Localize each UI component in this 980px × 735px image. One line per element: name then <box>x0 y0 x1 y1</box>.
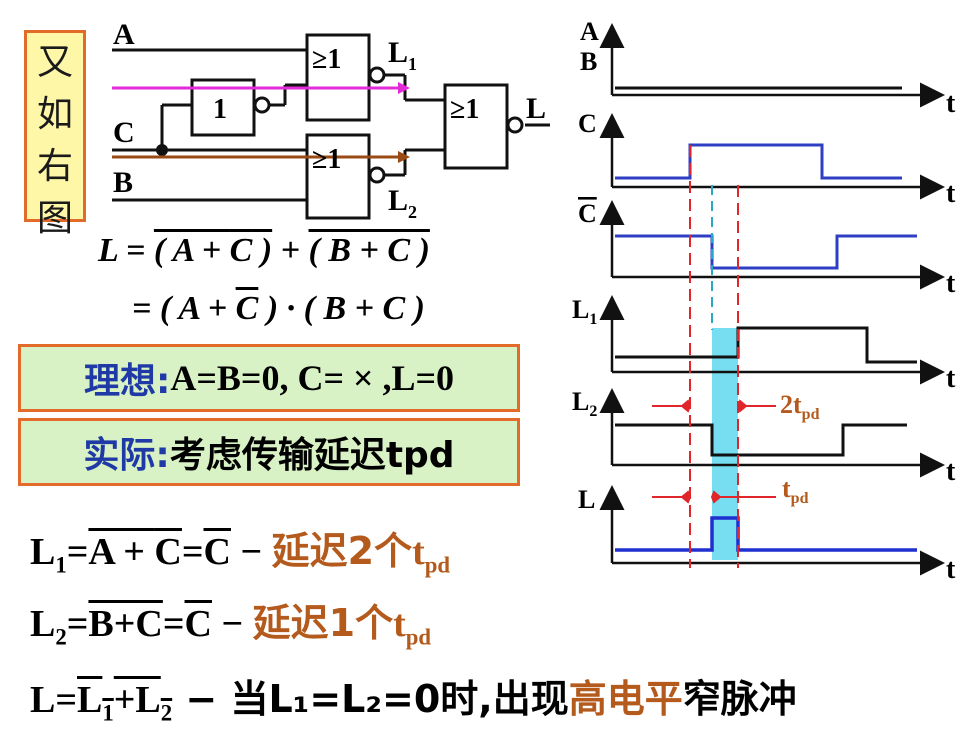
delay-2tpd-label: 2tpd <box>780 390 820 423</box>
label-c: C <box>113 116 135 149</box>
side-label-char: 右 <box>36 146 73 187</box>
timing-label-cbar: C <box>578 199 597 228</box>
actual-text: 考虑传输延迟tpd <box>169 435 455 476</box>
l1-delay-note: 延迟2个 <box>271 529 413 573</box>
ideal-prefix: 理想: <box>84 361 171 402</box>
label-a: A <box>113 18 135 51</box>
timing-diagram: A B C C L1 L2 L t t t t t t 2tpd tpd <box>572 17 956 585</box>
equation-l: L=L1+L2 − 当L₁=L₂=0时,出现高电平窄脉冲 <box>30 677 797 726</box>
junction-dot <box>156 144 168 156</box>
time-label-t: t <box>946 363 956 394</box>
or1-bubble <box>368 66 386 84</box>
delay-2tpd-head-right <box>736 399 748 413</box>
ideal-text: A=B=0, C= × ,L=0 <box>170 358 454 398</box>
formula-line-2: = ( A + C ) · ( B + C ) <box>132 290 426 327</box>
actual-box: 实际: 考虑传输延迟tpd <box>18 418 520 486</box>
side-label-char: 如 <box>36 94 73 135</box>
delay-tpd-label: tpd <box>782 474 809 507</box>
or3-bubble <box>506 116 524 134</box>
l2-delay-note: 延迟1个 <box>252 601 394 645</box>
actual-prefix: 实际: <box>83 435 170 476</box>
label-l1: L1 <box>388 36 417 74</box>
time-label-t: t <box>946 178 956 209</box>
time-label-t: t <box>946 88 956 119</box>
time-label-t: t <box>946 456 956 487</box>
not-bubble <box>253 96 271 114</box>
wave-l <box>615 516 917 552</box>
time-label-t: t <box>946 554 956 585</box>
timing-label-b: B <box>580 47 597 76</box>
equation-l2: L2=B+C=C − 延迟1个tpd <box>30 601 432 650</box>
timing-label-l1: L1 <box>572 295 597 328</box>
label-l2: L2 <box>388 184 417 222</box>
label-b: B <box>113 166 133 199</box>
wave-cbar <box>615 234 917 270</box>
or2-bubble <box>368 166 386 184</box>
wave-c <box>615 143 902 180</box>
delay-tpd-head-left <box>680 490 692 504</box>
not-gate-label: 1 <box>213 94 227 125</box>
formula-line-1: L = ( A + C ) + ( B + C ) <box>98 232 430 269</box>
logic-circuit-diagram: A C B 1 ≥1 ≥1 ≥1 L1 L2 L <box>112 18 550 222</box>
ideal-box: 理想: A=B=0, C= × ,L=0 <box>18 344 520 412</box>
or3-label: ≥1 <box>450 94 479 125</box>
timing-label-a: A <box>580 17 599 46</box>
or1-label: ≥1 <box>312 44 341 75</box>
path-arrow-brown-head <box>398 151 410 163</box>
side-label-char: 又 <box>36 42 73 83</box>
wave-l2 <box>615 423 907 457</box>
timing-label-l: L <box>578 485 595 514</box>
side-label-box: 又 如 右 图 <box>24 30 86 239</box>
high-level-highlight: 高电平 <box>568 677 683 721</box>
or2-label: ≥1 <box>312 144 341 175</box>
side-label-char: 图 <box>36 198 73 239</box>
equation-l1: L1=A + C=C − 延迟2个tpd <box>30 529 451 578</box>
delay-tpd-head-right <box>710 490 722 504</box>
delay-2tpd-head-left <box>680 399 692 413</box>
pulse-highlight <box>712 328 738 560</box>
wave-l1 <box>615 326 917 364</box>
path-arrow-magenta-head <box>398 82 410 94</box>
timing-label-c: C <box>578 109 597 138</box>
label-l: L <box>526 92 546 125</box>
timing-label-l2: L2 <box>572 387 597 420</box>
time-label-t: t <box>946 268 956 299</box>
